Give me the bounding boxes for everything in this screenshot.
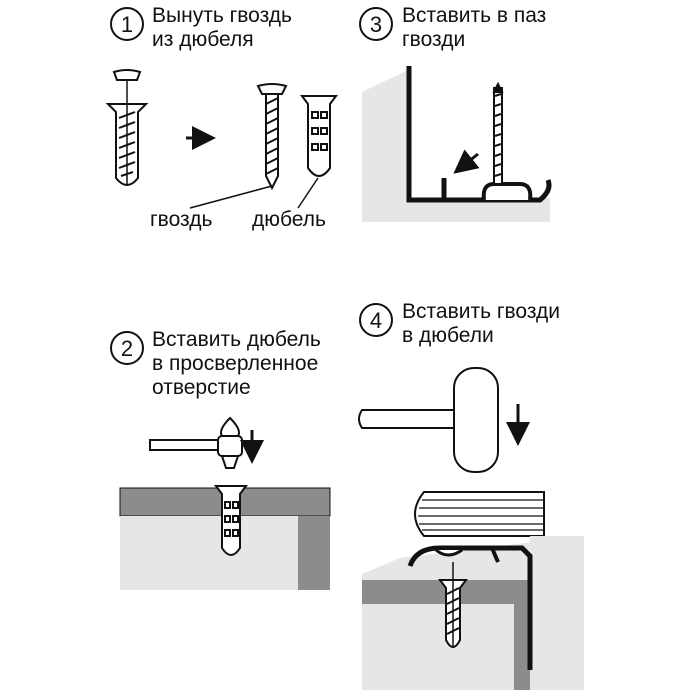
small-hammer-icon bbox=[149, 416, 243, 469]
step-3-title-line-1: Вставить в паз bbox=[402, 4, 546, 27]
step-1-number-circle: 1 bbox=[110, 7, 144, 41]
step-2-number-circle: 2 bbox=[110, 331, 144, 365]
step-3-nail-icon bbox=[492, 81, 504, 185]
step-3-wall bbox=[362, 70, 408, 220]
nail-callout-line bbox=[189, 185, 273, 209]
step-1: 1 Вынуть гвоздь из дюбеля bbox=[105, 4, 338, 231]
step-4-wall-right bbox=[530, 536, 584, 690]
dowel-callout-line bbox=[297, 177, 319, 209]
step-4-wall-side bbox=[514, 604, 530, 690]
nail-icon bbox=[256, 83, 288, 191]
step-4-title-line-2: в дюбели bbox=[402, 324, 494, 347]
pad-block-icon bbox=[414, 491, 545, 537]
step-1-title-line-1: Вынуть гвоздь bbox=[152, 4, 292, 27]
step-4-number: 4 bbox=[370, 308, 382, 333]
step-4-profile-icon bbox=[407, 545, 533, 670]
step-3-number: 3 bbox=[370, 12, 382, 37]
step-4-title-line-1: Вставить гвозди bbox=[402, 300, 560, 323]
step-2-wall-front bbox=[120, 516, 298, 590]
assembled-nail-dowel-icon bbox=[105, 69, 149, 186]
step-2-title-line-3: отверстие bbox=[152, 376, 251, 399]
large-hammer-icon bbox=[358, 367, 499, 473]
dowel-callout-label: дюбель bbox=[252, 208, 326, 231]
step-3-title-line-2: гвозди bbox=[402, 28, 465, 51]
nail-callout-label: гвоздь bbox=[150, 208, 212, 231]
step-2-dowel-icon bbox=[214, 485, 248, 556]
step-4-nail-dowel-icon bbox=[438, 562, 468, 648]
step-1-title-line-2: из дюбеля bbox=[152, 28, 254, 51]
step-2-title-line-2: в просверленное bbox=[152, 352, 318, 375]
step-4-number-circle: 4 bbox=[359, 303, 393, 337]
step-4-wall-front bbox=[362, 604, 514, 690]
step-3: 3 Вставить в паз гвозди bbox=[359, 4, 552, 222]
dowel-icon bbox=[300, 95, 338, 177]
step-3-number-circle: 3 bbox=[359, 7, 393, 41]
step-1-number: 1 bbox=[121, 12, 133, 37]
step-2-wall-side bbox=[298, 516, 330, 590]
step-2-number: 2 bbox=[121, 336, 133, 361]
step-2: 2 Вставить дюбель в просверленное отверс… bbox=[110, 328, 331, 590]
profile-channel-icon bbox=[406, 66, 552, 203]
insert-arrow bbox=[453, 149, 480, 174]
step-2-title-line-1: Вставить дюбель bbox=[152, 328, 321, 351]
step-4: 4 Вставить гвозди в дюбели bbox=[358, 300, 584, 690]
